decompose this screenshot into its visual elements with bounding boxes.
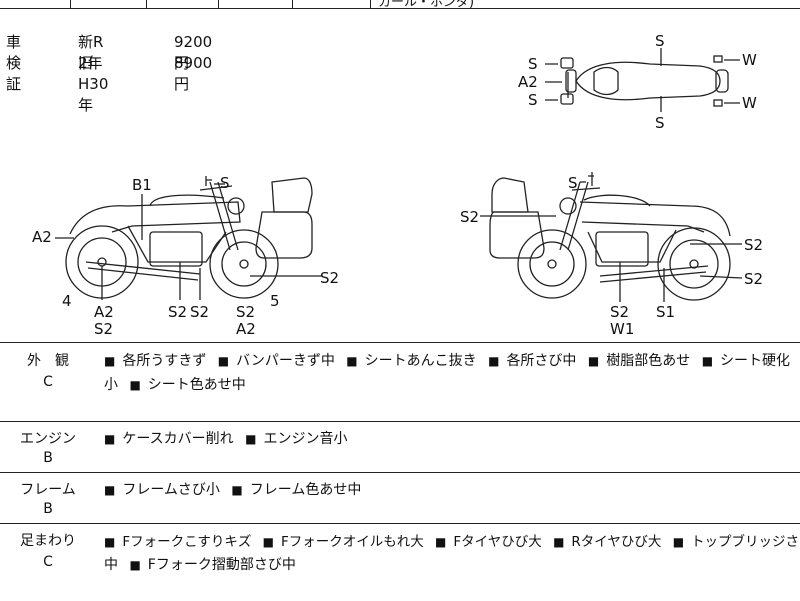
damage-label: S2 xyxy=(460,208,479,226)
note-item: 中 xyxy=(104,557,118,573)
note-item: 樹脂部色あせ xyxy=(606,353,691,369)
damage-label: W1 xyxy=(610,320,634,338)
inspection-category: 外 観 xyxy=(27,353,69,369)
bullet-square-icon: ■ xyxy=(672,535,685,549)
damage-label: A2 xyxy=(32,228,52,246)
damage-label: A2 xyxy=(518,73,538,91)
bullet-square-icon: ■ xyxy=(553,535,565,549)
inspection-grade: C xyxy=(43,374,53,390)
note-line: ■ Fフォークこすりキズ ■ Fフォークオイルもれ大 ■ Fタイヤひび大 ■ Rタイヤひ… xyxy=(104,530,800,550)
note-item: シートあんこ抜き xyxy=(364,353,477,369)
inspection-row-exterior: 外 観 C ■ 各所うすきず ■ バンパーきず中 ■ シートあんこ抜き ■ 各所さび中 … xyxy=(0,343,800,422)
damage-label: W xyxy=(742,51,757,69)
damage-label: W xyxy=(742,94,757,112)
note-item: シート色あせ中 xyxy=(147,377,246,393)
top-fragment-text: カール・ホンダ) xyxy=(378,0,475,10)
bullet-square-icon: ■ xyxy=(129,558,141,572)
registration-era: 旧H30年 xyxy=(78,54,109,114)
note-item: フレームさび小 xyxy=(122,482,220,498)
damage-label: S xyxy=(655,32,665,50)
inspection-row-engine: エンジン B ■ ケースカバー削れ ■ エンジン音小 xyxy=(0,422,800,473)
bullet-square-icon: ■ xyxy=(262,535,274,549)
damage-label: S2 xyxy=(744,236,763,254)
note-line: ■ 各所うすきず ■ バンパーきず中 ■ シートあんこ抜き ■ 各所さび中 ■ 樹脂部色あ… xyxy=(104,350,790,370)
note-item: トップブリッジさび xyxy=(691,534,800,550)
note-item: Fフォークオイルもれ大 xyxy=(280,534,424,550)
damage-label: S1 xyxy=(656,303,675,321)
damage-label: S2 xyxy=(744,270,763,288)
damage-label: S xyxy=(220,174,230,192)
right-view-motorcycle xyxy=(480,172,743,302)
damage-label: S xyxy=(655,114,665,132)
inspection-grade: B xyxy=(43,501,53,517)
bullet-square-icon: ■ xyxy=(245,432,257,446)
inspection-category: 足まわり xyxy=(20,533,76,549)
bullet-square-icon: ■ xyxy=(435,535,447,549)
bullet-square-icon: ■ xyxy=(587,354,600,368)
inspection-category: フレーム xyxy=(20,482,76,498)
note-item: Rタイヤひび大 xyxy=(571,534,662,550)
note-item: 各所うすきず xyxy=(122,353,207,369)
inspection-category: エンジン xyxy=(20,431,76,447)
note-item: バンパーきず中 xyxy=(236,353,335,369)
damage-label: S2 xyxy=(610,303,629,321)
note-line: 小 ■ シート色あせ中 xyxy=(104,374,246,394)
inspection-grade: C xyxy=(43,554,53,570)
registration-price: 8900円 xyxy=(174,54,213,93)
top-table-strip: カール・ホンダ) xyxy=(0,0,800,10)
bullet-square-icon: ■ xyxy=(104,535,116,549)
bullet-square-icon: ■ xyxy=(346,354,358,368)
damage-label: S xyxy=(568,174,578,192)
note-line: 中 ■ Fフォーク摺動部さび中 xyxy=(104,554,296,574)
note-item: エンジン音小 xyxy=(263,431,348,447)
damage-label: S2 xyxy=(168,303,187,321)
registration-label: 車検証 xyxy=(6,33,22,93)
note-item: フレーム色あせ中 xyxy=(249,482,362,498)
bullet-square-icon: ■ xyxy=(701,354,714,368)
damage-label: S xyxy=(528,91,538,109)
note-item: シート硬化 xyxy=(720,353,791,369)
note-line: ■ ケースカバー削れ ■ エンジン音小 xyxy=(104,428,347,448)
damage-label: S2 xyxy=(190,303,209,321)
inspection-row-suspension: 足まわり C ■ Fフォークこすりキズ ■ Fフォークオイルもれ大 ■ Fタイヤひび大… xyxy=(0,524,800,601)
bullet-square-icon: ■ xyxy=(104,432,116,446)
top-view-motorcycle xyxy=(545,48,740,112)
bullet-square-icon: ■ xyxy=(231,483,243,497)
note-item: Fフォーク摺動部さび中 xyxy=(147,557,296,573)
bullet-square-icon: ■ xyxy=(488,354,500,368)
damage-label: S2 xyxy=(236,303,255,321)
damage-label: A2 xyxy=(94,303,114,321)
bullet-square-icon: ■ xyxy=(217,354,230,368)
note-item: Fフォークこすりキズ xyxy=(122,534,252,550)
inspection-table: 外 観 C ■ 各所うすきず ■ バンパーきず中 ■ シートあんこ抜き ■ 各所さび中 … xyxy=(0,342,800,601)
registration-price: 9200円 xyxy=(174,33,213,72)
inspection-grade: B xyxy=(43,450,53,466)
bullet-square-icon: ■ xyxy=(129,378,141,392)
note-item: 各所さび中 xyxy=(506,353,577,369)
note-line: ■ フレームさび小 ■ フレーム色あせ中 xyxy=(104,479,361,499)
damage-label: S2 xyxy=(320,269,339,287)
inspection-row-frame: フレーム B ■ フレームさび小 ■ フレーム色あせ中 xyxy=(0,473,800,524)
motorcycle-damage-diagram: S A2 S S S W W B1 S A2 4 A2 S2 S2 S2 S2 … xyxy=(32,32,763,338)
damage-label: S2 xyxy=(94,320,113,338)
damage-label: 5 xyxy=(270,292,280,310)
left-view-motorcycle xyxy=(55,176,322,300)
note-item: ケースカバー削れ xyxy=(122,431,234,447)
damage-label: S xyxy=(528,55,538,73)
damage-label: 4 xyxy=(62,292,72,310)
note-item: Fタイヤひび大 xyxy=(453,534,542,550)
note-item: 小 xyxy=(104,377,118,393)
bullet-square-icon: ■ xyxy=(104,354,116,368)
bullet-square-icon: ■ xyxy=(104,483,116,497)
damage-label: B1 xyxy=(132,176,152,194)
damage-label: A2 xyxy=(236,320,256,338)
